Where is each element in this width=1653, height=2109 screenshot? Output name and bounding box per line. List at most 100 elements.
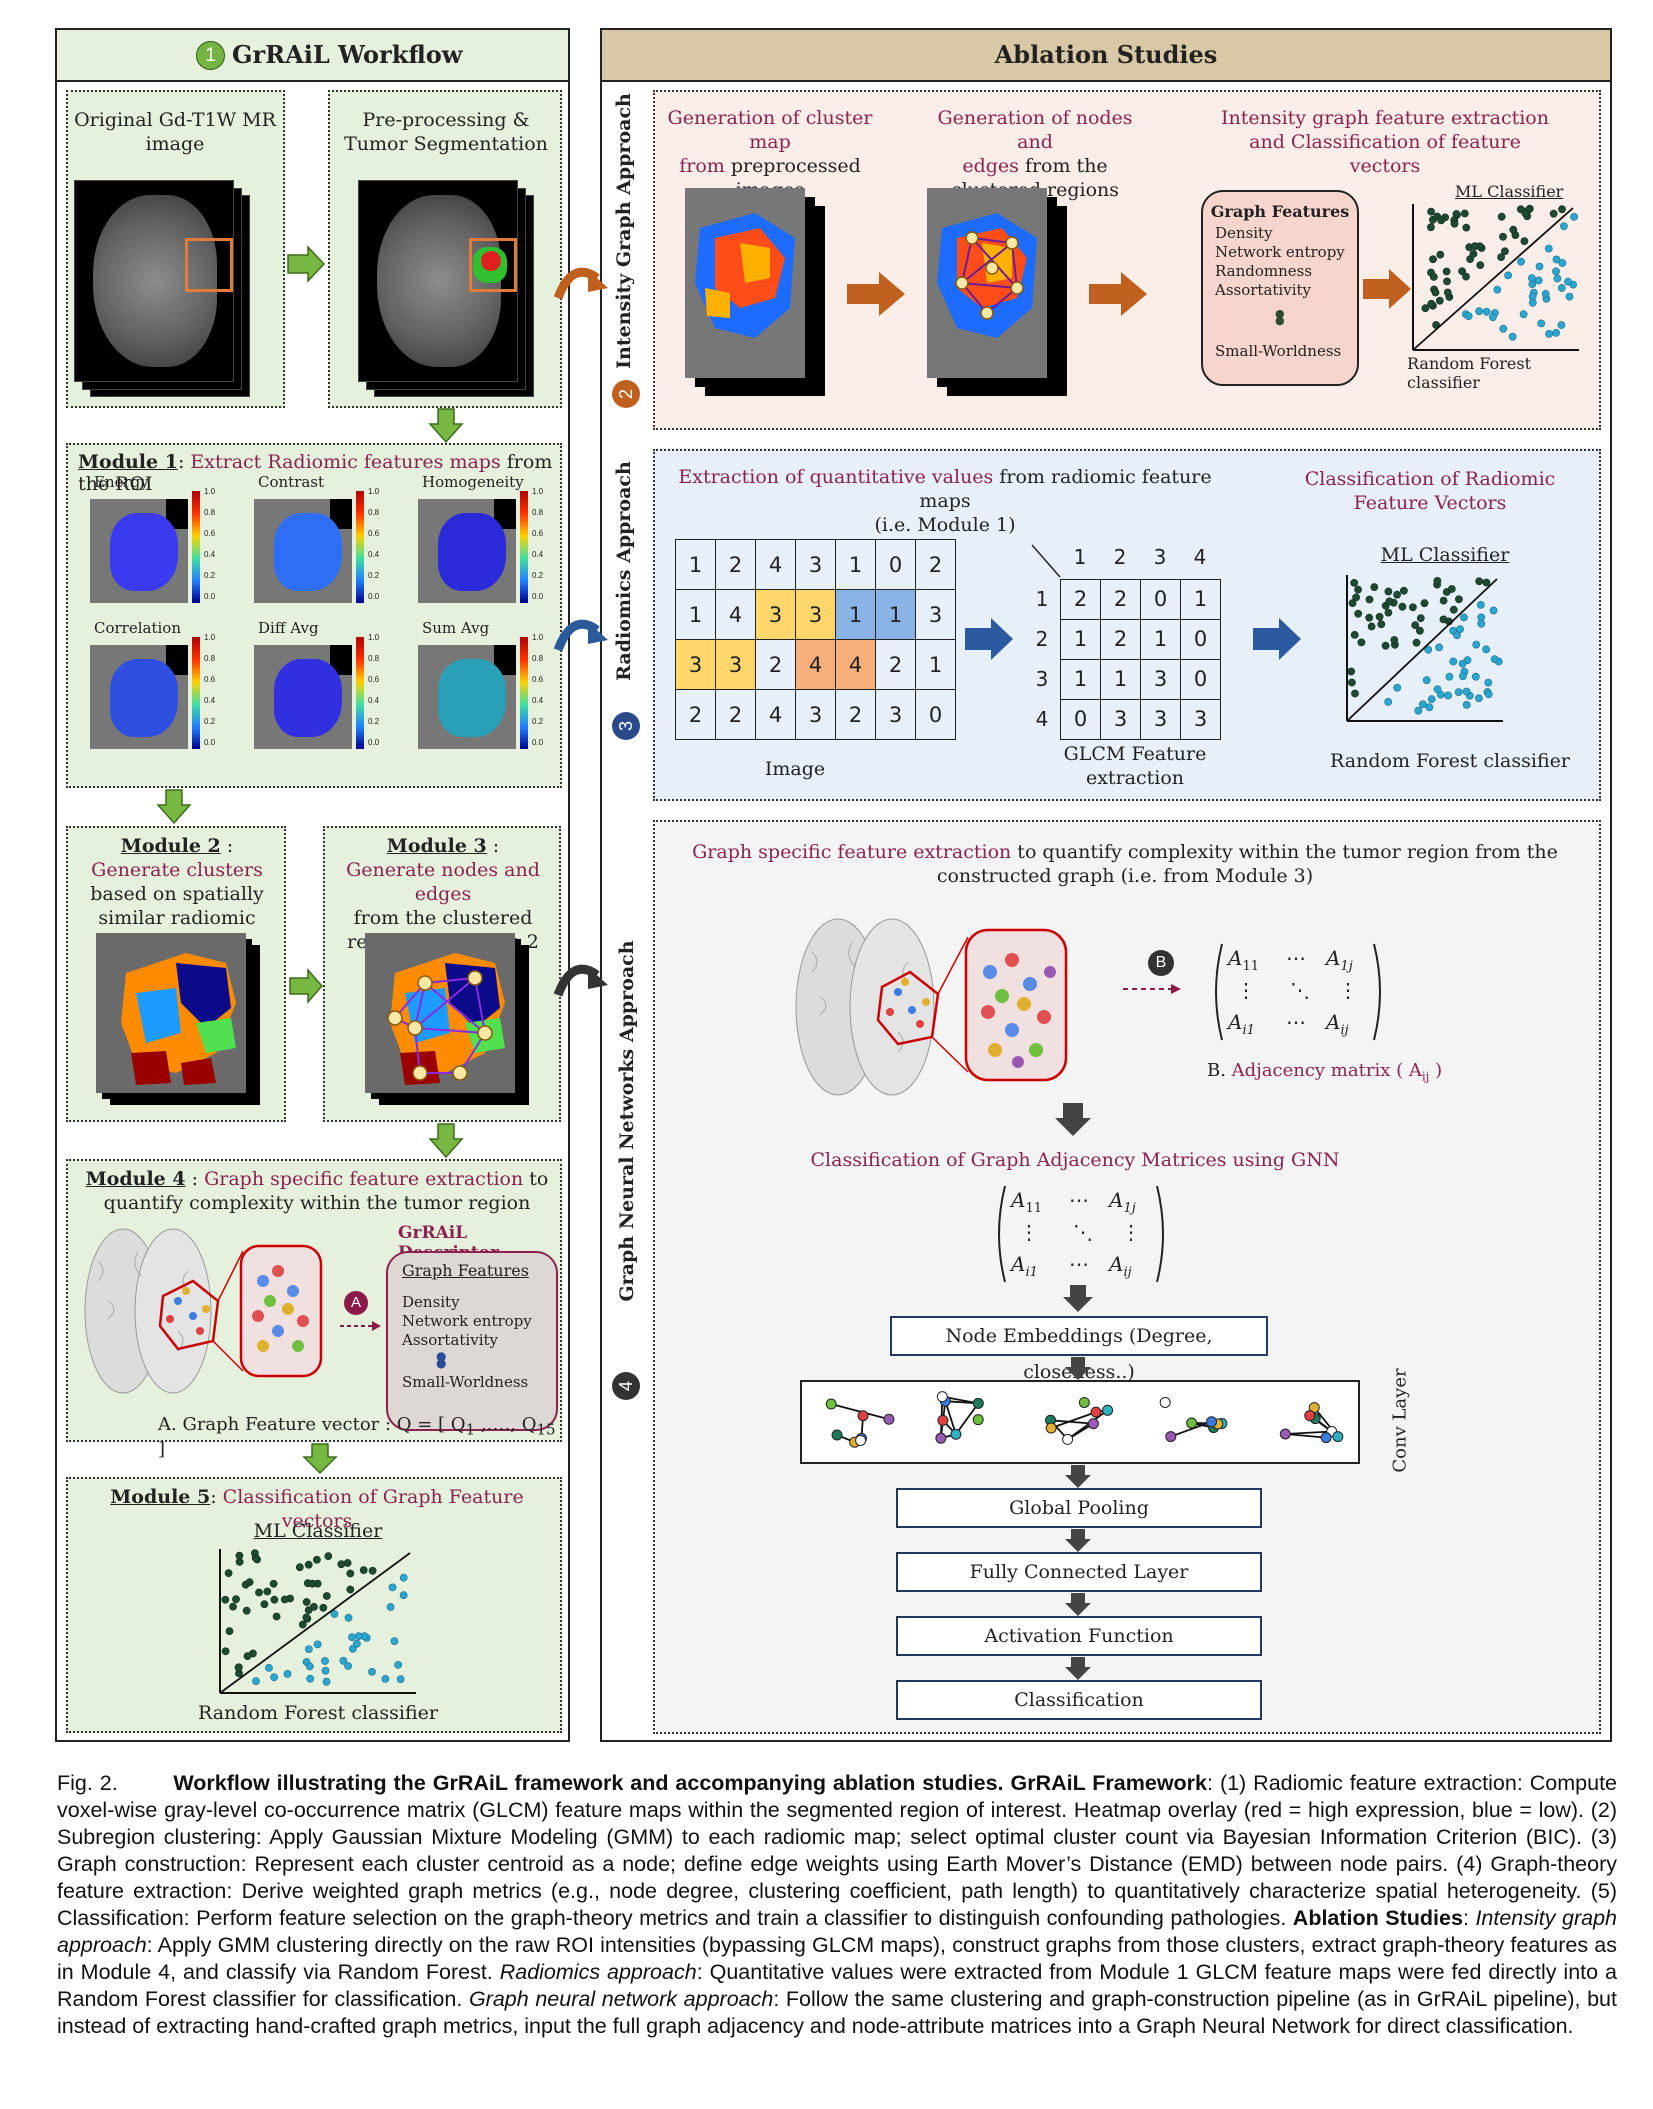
image-cell: 2 bbox=[915, 539, 956, 590]
module3-label: Module 3 bbox=[386, 835, 487, 857]
scatter-point bbox=[269, 1579, 278, 1588]
scatter-point bbox=[1352, 593, 1361, 602]
module5-red: Classification of Graph Feature vectors bbox=[222, 1486, 524, 1532]
image-cell: 0 bbox=[875, 539, 916, 590]
scatter-point bbox=[1471, 242, 1479, 251]
scatter-point bbox=[1460, 613, 1468, 622]
glcm-cell: 3 bbox=[1140, 659, 1181, 700]
scatter-point bbox=[302, 1598, 311, 1606]
scatter-point bbox=[394, 1661, 403, 1669]
workflow-header: 1 GrRAiL Workflow bbox=[57, 30, 568, 82]
scatter-point bbox=[1426, 223, 1435, 232]
scatter-point bbox=[1354, 609, 1363, 618]
scatter-point bbox=[1455, 595, 1463, 604]
colorbar bbox=[192, 637, 200, 749]
tumor-core bbox=[481, 251, 501, 271]
colorbar-tick: 0.2 bbox=[368, 571, 380, 580]
colorbar-tick: 0.0 bbox=[204, 592, 216, 601]
descriptor-feature: Assortativity bbox=[402, 1331, 498, 1349]
radiomics-panel: Extraction of quantitative values from r… bbox=[653, 449, 1601, 801]
radiomics-extract-red: Extraction of quantitative values bbox=[678, 466, 994, 488]
scatter-point bbox=[1497, 253, 1505, 261]
scatter-point bbox=[1552, 255, 1561, 264]
arrow-down-dark-icon bbox=[1065, 1593, 1091, 1616]
scatter-point bbox=[1347, 667, 1356, 676]
colorbar-tick: 0.6 bbox=[204, 675, 216, 684]
scatter-point bbox=[390, 1637, 399, 1645]
scatter-point bbox=[343, 1559, 352, 1567]
scatter-point bbox=[280, 1595, 289, 1604]
feature-map bbox=[418, 499, 516, 603]
scatter-point bbox=[1381, 641, 1390, 650]
matrix-dots-d: ⋱ bbox=[1290, 978, 1310, 1002]
scatter-point bbox=[1409, 603, 1417, 612]
image-cell: 4 bbox=[835, 639, 876, 690]
matrix-dots-v: ⋮ bbox=[1338, 978, 1358, 1002]
scatter-point bbox=[1489, 606, 1498, 615]
image-cell: 4 bbox=[755, 539, 796, 590]
scatter-point bbox=[1450, 219, 1459, 228]
caption-t4: : Quantitative values were extracted fro… bbox=[57, 1960, 1617, 2011]
global-pooling-box: Global Pooling bbox=[896, 1488, 1262, 1528]
scatter-point bbox=[1411, 621, 1420, 629]
image-cell: 2 bbox=[715, 539, 756, 590]
scatter-point bbox=[224, 1569, 233, 1577]
scatter-point bbox=[1476, 261, 1485, 269]
matrix-a1j: A1j bbox=[1109, 1188, 1136, 1216]
arrow-right-orange-icon bbox=[1363, 269, 1411, 309]
caption-t1: : (1) Radiomic feature extraction: Compu… bbox=[57, 1771, 1618, 1930]
glcm-cell: 1 bbox=[1140, 619, 1181, 660]
adjacency-label: B. Adjacency matrix ( Aij ) bbox=[1207, 1060, 1442, 1084]
image-cell: 0 bbox=[915, 689, 956, 740]
ellipsis-dots-icon: ●● bbox=[1275, 307, 1285, 327]
feature-map-label: Homogeneity bbox=[422, 473, 524, 491]
colorbar bbox=[520, 491, 528, 603]
brain-graph-icon bbox=[84, 1228, 323, 1394]
dashed-arrow-icon bbox=[1123, 984, 1181, 994]
scatter-point bbox=[1427, 207, 1435, 216]
colorbar-tick: 1.0 bbox=[204, 487, 216, 496]
arrow-down-icon bbox=[428, 1123, 464, 1159]
gnn-intro-red: Graph specific feature extraction bbox=[692, 841, 1012, 863]
feature-map-label: Diff Avg bbox=[258, 619, 319, 637]
glcm-row-label: 1 bbox=[1035, 587, 1049, 611]
feature-map-label: Energy bbox=[94, 473, 149, 491]
scatter-point bbox=[225, 1627, 234, 1635]
radiomics-extract-sub: (i.e. Module 1) bbox=[874, 514, 1016, 536]
scatter-point bbox=[1553, 274, 1562, 283]
colorbar-tick: 0.2 bbox=[368, 717, 380, 726]
scatter-point bbox=[229, 1602, 237, 1611]
scatter-point bbox=[1414, 706, 1423, 715]
scatter-point bbox=[1398, 602, 1407, 611]
scatter-point bbox=[252, 1677, 260, 1685]
intensity-cluster-map bbox=[685, 188, 825, 396]
gnn-class-title: Classification of Graph Adjacency Matric… bbox=[810, 1149, 1340, 1171]
image-cell: 2 bbox=[715, 689, 756, 740]
adjacency-matrix: A11 ⋯ A1j ⋮ ⋱ ⋮ Ai1 ⋯ Aij bbox=[1210, 942, 1390, 1042]
curved-arrow-dark-icon bbox=[553, 964, 608, 997]
scatter-point bbox=[1357, 638, 1366, 647]
scatter-point bbox=[1436, 250, 1445, 259]
arrow-down-dark-icon bbox=[1065, 1657, 1091, 1680]
vector-mid: ,…., Q bbox=[475, 1414, 537, 1435]
scatter-point bbox=[295, 1563, 304, 1572]
glcm-col-label: 2 bbox=[1113, 545, 1127, 569]
image-cell: 2 bbox=[675, 689, 716, 740]
scatter-point bbox=[1456, 625, 1464, 633]
colorbar-tick: 0.0 bbox=[368, 592, 380, 601]
scatter-point bbox=[1354, 585, 1362, 594]
scatter-point bbox=[368, 1566, 377, 1575]
arrow-down-dark-icon bbox=[1065, 1465, 1091, 1488]
mini-graph-icon bbox=[825, 1398, 895, 1448]
image-cell: 4 bbox=[755, 689, 796, 740]
scatter-point bbox=[1535, 262, 1544, 271]
arrow-right-orange-icon bbox=[1089, 272, 1147, 316]
scatter-point bbox=[1449, 657, 1458, 666]
scatter-point bbox=[234, 1663, 243, 1672]
node-embeddings-box: Node Embeddings (Degree, closeness..) bbox=[890, 1316, 1268, 1383]
intensity-label-text: Intensity Graph Approach bbox=[613, 93, 635, 369]
scatter-point bbox=[1469, 250, 1478, 258]
scatter-point bbox=[1393, 683, 1402, 692]
scatter-point bbox=[1517, 257, 1525, 266]
scatter-point bbox=[1445, 672, 1454, 681]
